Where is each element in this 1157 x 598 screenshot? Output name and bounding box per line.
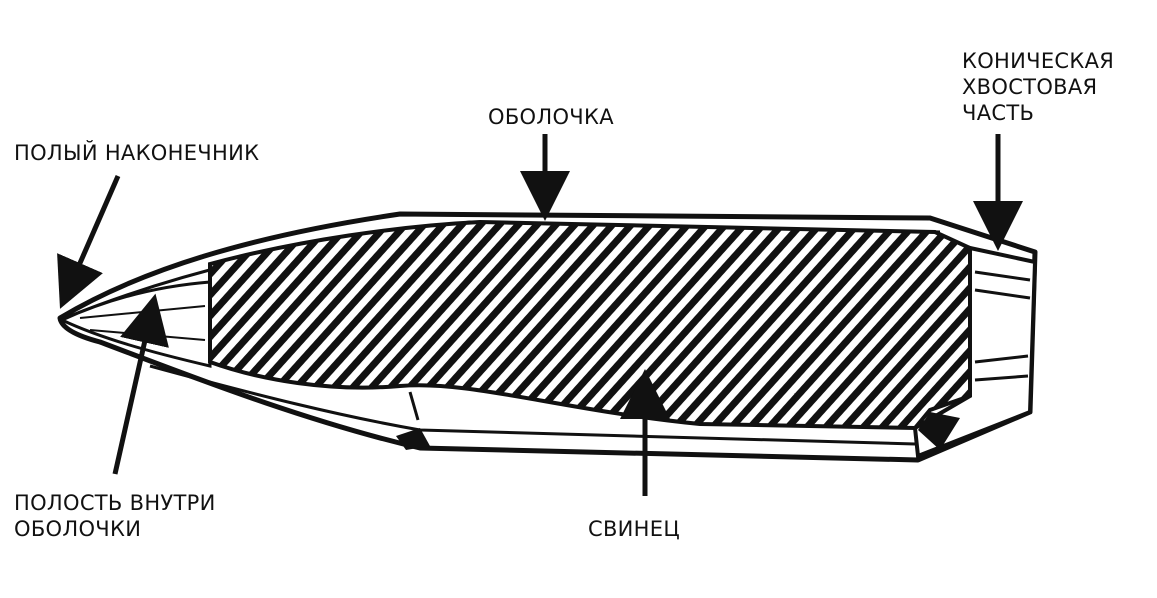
jacket-inner-bottom	[149, 364, 916, 446]
boat-tail-section	[912, 245, 1038, 459]
label-boat-tail-line-1: КОНИЧЕСКАЯ	[962, 49, 1115, 73]
lead-core	[208, 219, 972, 431]
boat-tail-line-1	[974, 270, 1031, 282]
label-jacket-cavity-line-2: ОБОЛОЧКИ	[14, 517, 142, 541]
jacket-shade-line	[408, 391, 420, 421]
label-lead-core-line: СВИНЕЦ	[588, 517, 680, 541]
cavity-arrow	[112, 293, 169, 475]
boat-tail-line-2	[974, 288, 1031, 300]
boat-tail-shade	[918, 412, 960, 450]
hollow-tip-arrow	[57, 175, 121, 309]
label-boat-tail: КОНИЧЕСКАЯ ХВОСТОВАЯ ЧАСТЬ	[962, 48, 1114, 126]
label-hollow-tip-line: ПОЛЫЙ НАКОНЕЧНИК	[14, 141, 260, 165]
label-jacket-cavity-line-1: ПОЛОСТЬ ВНУТРИ	[14, 491, 216, 515]
label-lead-core: СВИНЕЦ	[588, 516, 680, 542]
boat-tail-line-3	[974, 354, 1029, 364]
label-boat-tail-line-3: ЧАСТЬ	[962, 101, 1035, 125]
label-jacket: ОБОЛОЧКА	[488, 104, 614, 130]
jacket-shade-1	[396, 428, 430, 450]
label-hollow-tip: ПОЛЫЙ НАКОНЕЧНИК	[14, 140, 259, 166]
label-jacket-line: ОБОЛОЧКА	[488, 105, 614, 129]
label-jacket-cavity: ПОЛОСТЬ ВНУТРИ ОБОЛОЧКИ	[14, 490, 216, 542]
label-boat-tail-line-2: ХВОСТОВАЯ	[962, 75, 1098, 99]
boat-tail-line-4	[974, 374, 1029, 382]
